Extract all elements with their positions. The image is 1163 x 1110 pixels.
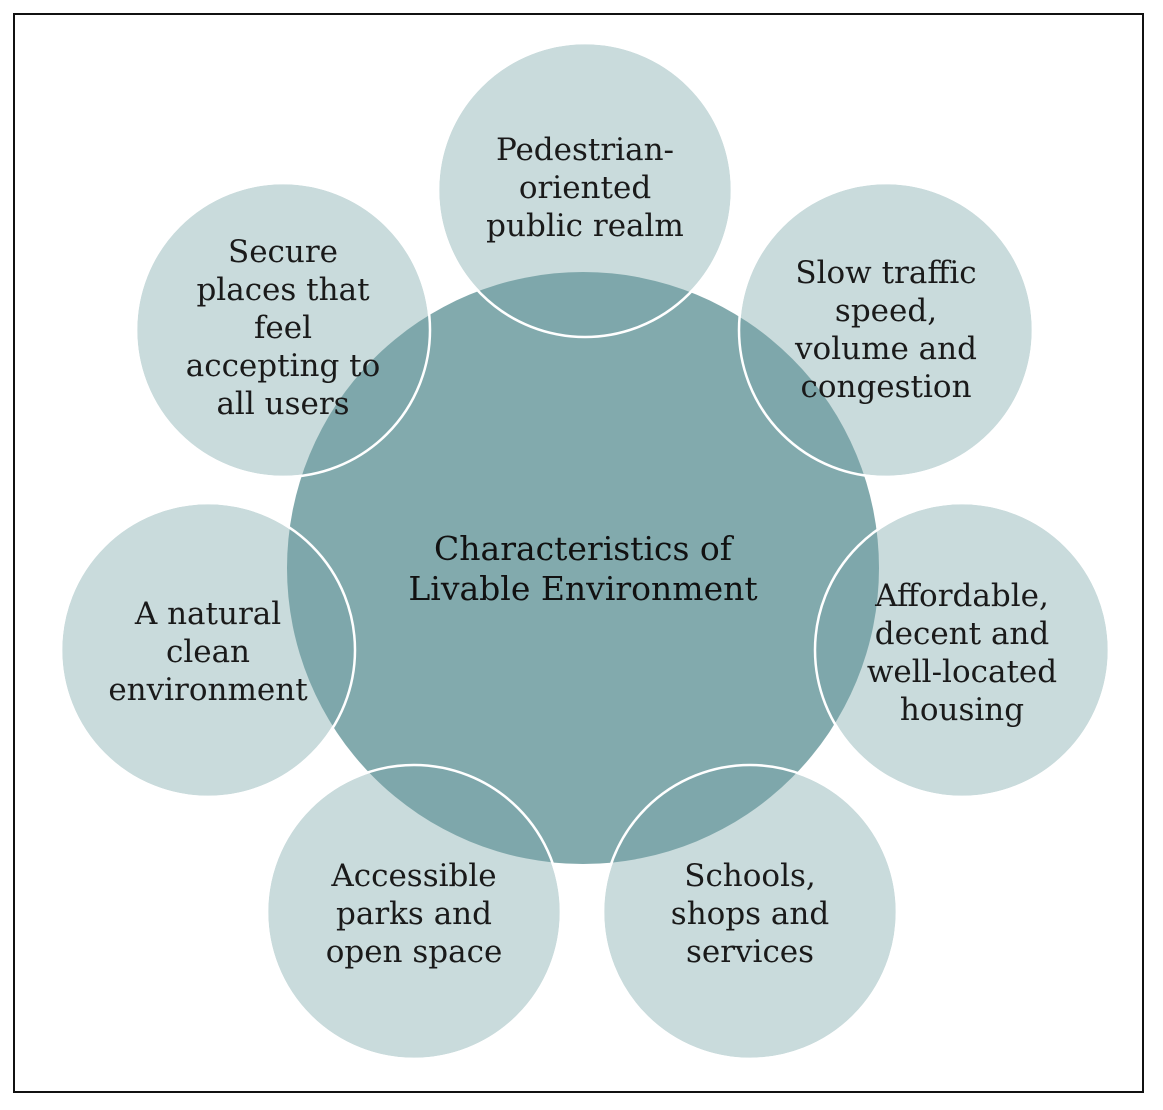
node-outline-parks [265,763,563,1061]
center-circle [287,272,879,864]
node-outline-traffic [737,181,1035,479]
node-outline-housing [813,501,1111,799]
node-label-line: open space [326,934,503,970]
node-outline-pedestrian [436,41,734,339]
node-label-line: Slow traffic [795,255,976,291]
diagram-frame [13,13,1144,1093]
node-outline-secure [134,181,432,479]
node-label-line: places that [196,272,370,308]
node-label-line: speed, [835,293,937,329]
node-label-line: Affordable, [874,578,1049,614]
node-label-line: volume and [794,331,977,367]
node-label-line: Accessible [330,858,496,894]
center-label-line: Livable Environment [408,569,757,608]
node-label-line: decent and [875,616,1049,652]
node-label-line: all users [216,386,349,422]
node-label-line: services [686,934,814,970]
node-label-line: feel [254,310,312,346]
center-label-line: Characteristics of [434,529,735,568]
node-label-line: clean [166,634,250,670]
node-label-line: Schools, [684,858,816,894]
node-label-line: A natural [134,596,281,632]
node-label-line: congestion [800,369,971,405]
node-label-line: oriented [519,170,651,206]
node-label-line: accepting to [186,348,381,384]
node-outline-environment [59,501,357,799]
node-label-line: public realm [486,208,684,244]
node-label-line: Pedestrian- [496,132,674,168]
node-outline-schools [601,763,899,1061]
node-label-line: environment [108,672,308,708]
node-label-line: shops and [671,896,829,932]
node-label-line: parks and [336,896,492,932]
node-label-line: Secure [228,234,338,270]
node-label-line: well-located [867,654,1057,690]
node-label-line: housing [900,692,1024,728]
